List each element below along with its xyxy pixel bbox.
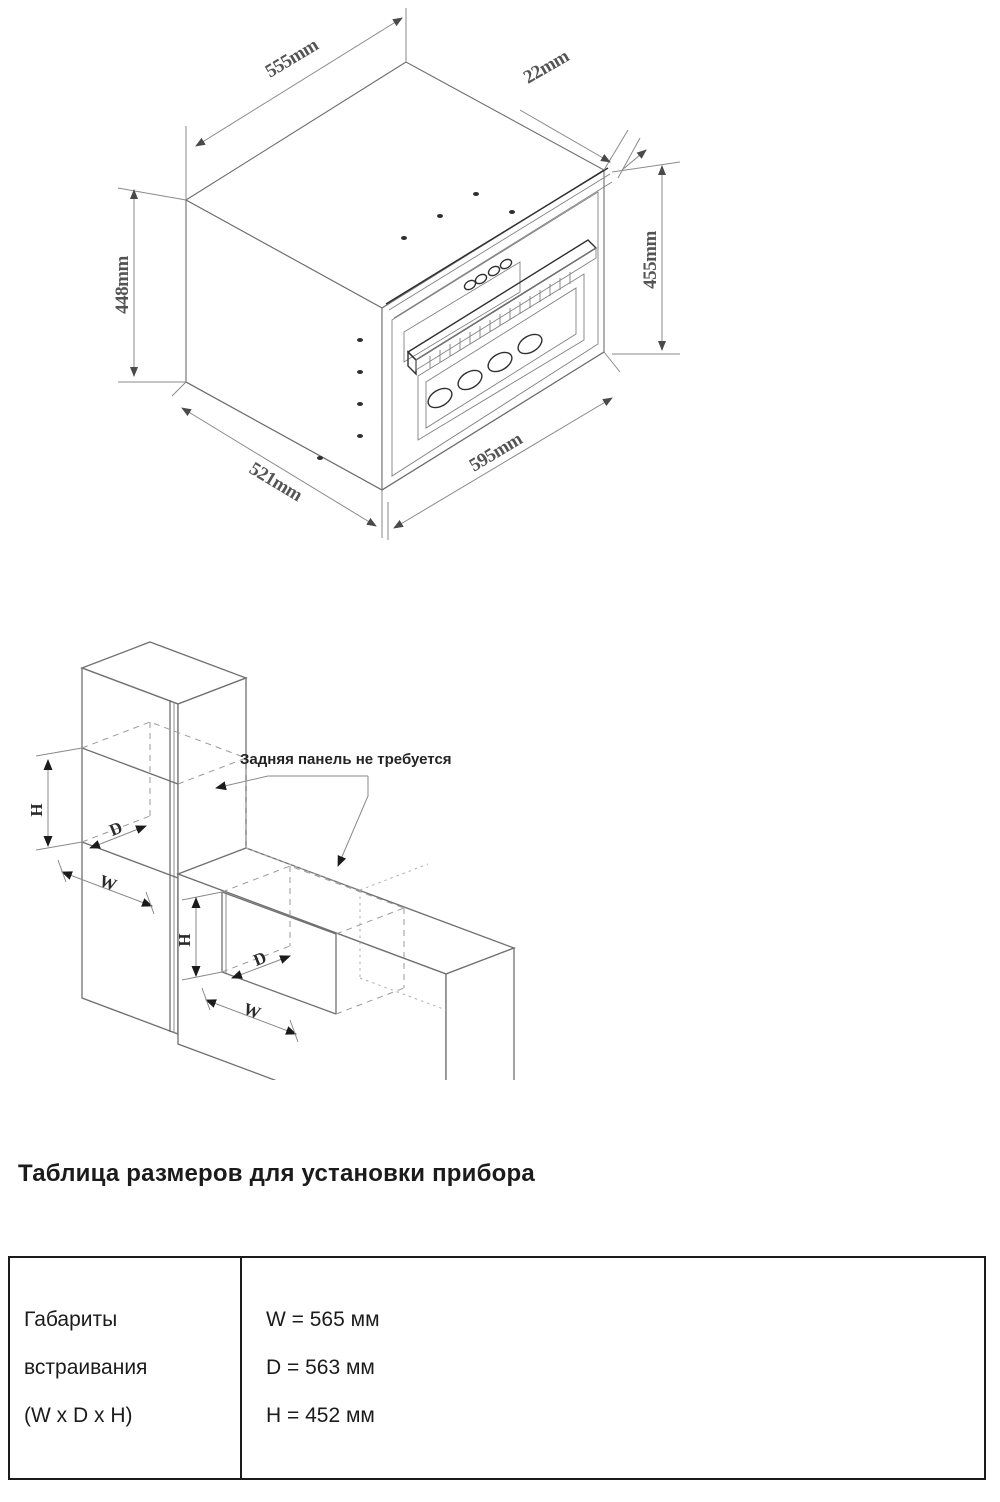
lower-cabinet: [176, 847, 516, 1080]
table-value-depth: D = 563 мм: [266, 1356, 375, 1379]
cabinet-niche-figure: H D W: [0, 620, 1000, 1080]
page-title: Таблица размеров для установки прибора: [18, 1160, 535, 1187]
dimension-448mm: 448mm: [112, 187, 187, 383]
dim-label-22: 22mm: [520, 45, 573, 88]
control-buttons: [463, 258, 513, 291]
installation-dimensions-table: Габариты встраивания (W x D x H) W = 565…: [8, 1256, 986, 1480]
lower-niche-w-label: W: [241, 999, 264, 1023]
table-label-line-1: Габариты: [24, 1308, 118, 1331]
table-value-width: W = 565 мм: [266, 1308, 380, 1331]
lower-cabinet-niche: [221, 847, 447, 1015]
dim-label-455: 455mm: [640, 231, 661, 289]
table-value-height: H = 452 мм: [266, 1404, 375, 1427]
tall-niche-w-label: W: [97, 871, 120, 895]
table-label-line-3: (W x D x H): [24, 1404, 133, 1427]
dim-label-555: 555mm: [262, 34, 323, 82]
table-label-line-2: встраивания: [24, 1356, 148, 1379]
tall-niche-h-label: H: [27, 803, 46, 816]
table-cell-values: W = 565 мм D = 563 мм H = 452 мм: [242, 1258, 984, 1478]
lower-niche-h-label: H: [175, 933, 194, 946]
oven-body: [184, 61, 606, 491]
dim-label-448: 448mm: [112, 256, 133, 314]
back-panel-note-text: Задняя панель не требуется: [240, 751, 452, 768]
table-cell-label: Габариты встраивания (W x D x H): [10, 1258, 242, 1478]
tall-cabinet-dimensions: H D W: [27, 747, 155, 915]
dim-label-595: 595mm: [466, 428, 527, 476]
dimension-455mm: 455mm: [611, 161, 681, 355]
back-panel-note: Задняя панель не требуется: [215, 751, 452, 867]
door-handle: [406, 239, 598, 376]
oven-dimension-figure: 555mm 22mm 448mm 455: [0, 0, 1000, 600]
oven-front-panel: [385, 167, 613, 477]
